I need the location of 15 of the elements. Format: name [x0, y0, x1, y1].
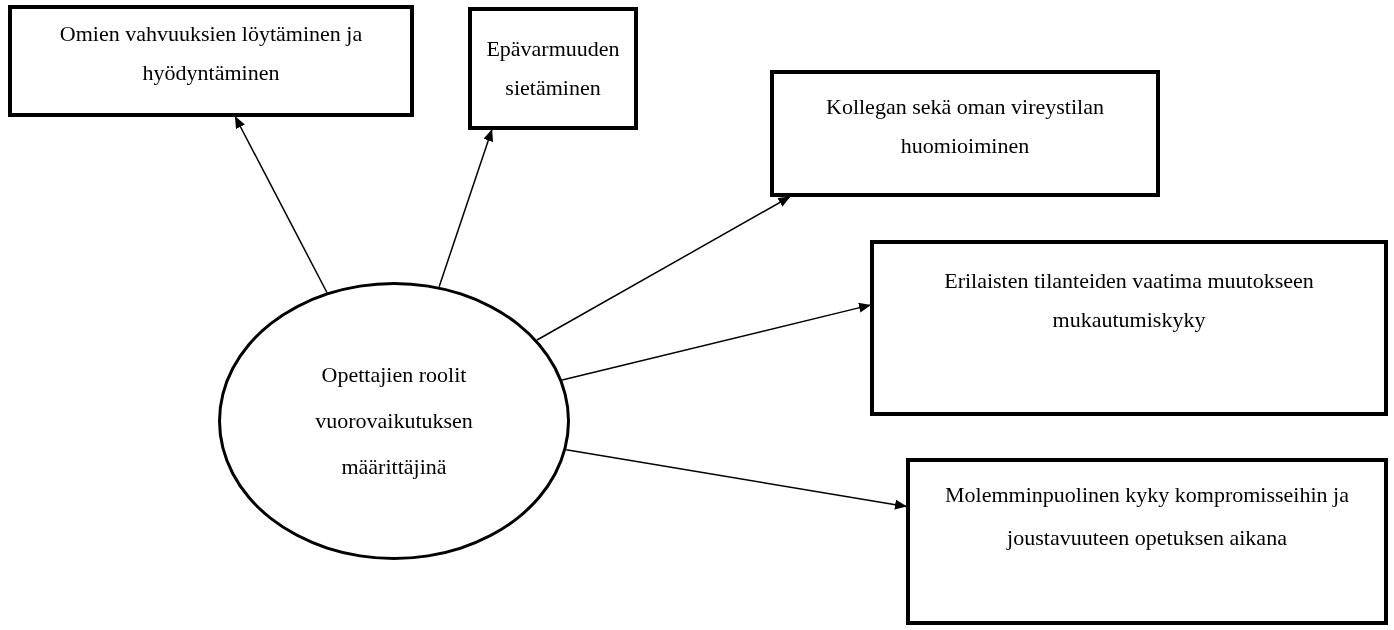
- arrow: [536, 196, 791, 341]
- node-text: Kollegan sekä oman vireystilan huomioiminen: [825, 93, 1105, 160]
- text-box: [870, 240, 1388, 416]
- text-box: [906, 458, 1388, 625]
- arrow: [438, 129, 494, 288]
- node-text: Erilaisten tilanteiden vaatima muutokseen mukautumiskyky: [943, 267, 1315, 334]
- arrow: [234, 116, 328, 294]
- node-text: Opettajien roolit vuorovaikutuksen määrittäjinä: [314, 360, 474, 482]
- node-text: Omien vahvuuksien löytäminen ja hyödyntäminen: [58, 20, 364, 87]
- text-box: [8, 5, 414, 117]
- node-text: Molemminpuolinen kyky kompromisseihin ja joustavuuteen opetuksen aikana: [944, 481, 1350, 552]
- text-box: [468, 7, 638, 130]
- text-box: [770, 70, 1160, 197]
- node-text: Epävarmuuden sietäminen: [485, 35, 621, 102]
- arrow: [565, 449, 907, 510]
